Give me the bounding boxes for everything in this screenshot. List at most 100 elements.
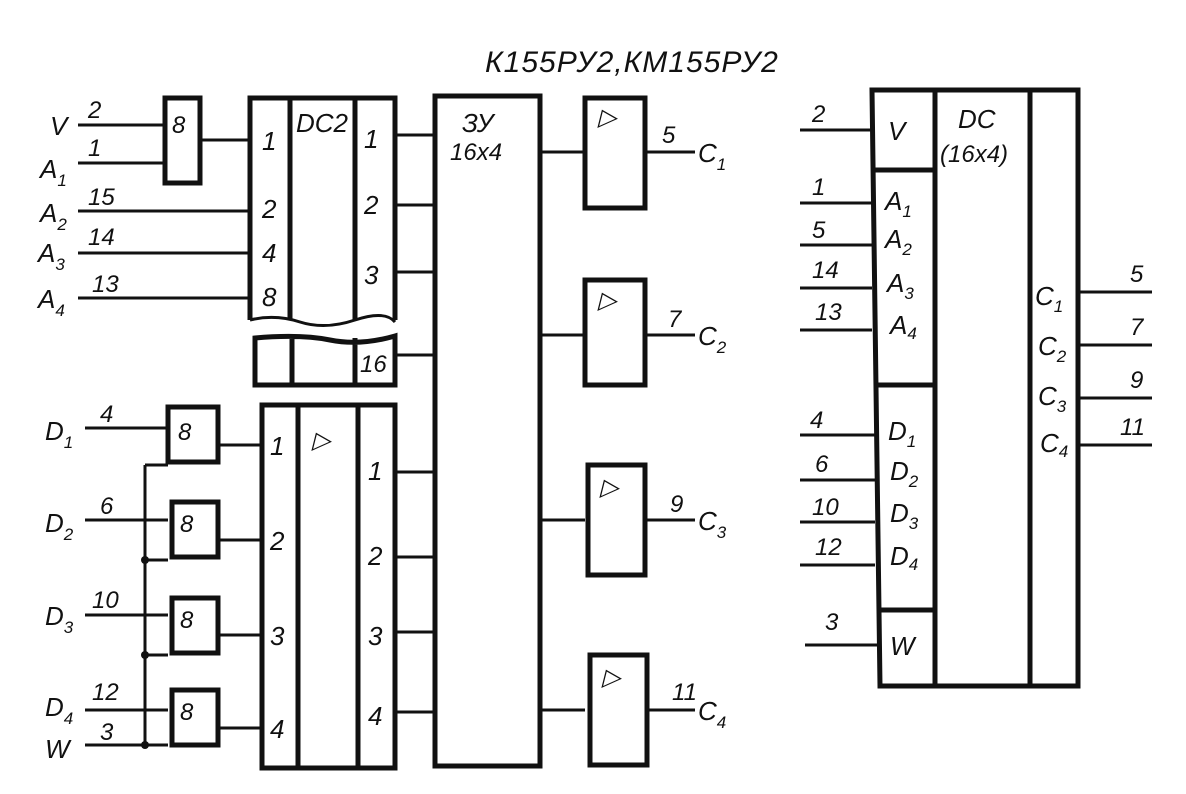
break-line — [249, 314, 397, 327]
output-label-c3: C3 — [698, 506, 727, 542]
buffer-input-label: 1 — [270, 431, 284, 461]
junction-dot — [141, 651, 149, 659]
input-label-d4: D4 — [45, 692, 73, 728]
pin-number: 12 — [92, 679, 119, 706]
pin-number: 6 — [815, 451, 829, 478]
pin-number: 3 — [825, 609, 839, 636]
pin-number: 5 — [662, 122, 676, 149]
chip-pin-label: A4 — [888, 310, 917, 343]
input-label-w: W — [45, 734, 72, 764]
decoder-input-label: 1 — [262, 126, 276, 156]
chip-symbol: V DC (16x4) 2 A1 A2 A3 A4 1 5 14 13 D1 D… — [800, 87, 1152, 689]
input-label-d3: D3 — [45, 601, 74, 637]
chip-output-label: C3 — [1038, 381, 1067, 416]
and-gate-data — [169, 687, 221, 748]
chip-output-label: C4 — [1040, 428, 1068, 461]
buffer-input-label: 2 — [269, 526, 285, 556]
pin-number: 2 — [811, 101, 825, 128]
memory-label: ЗУ — [462, 108, 496, 138]
chip-pin-wires — [800, 128, 1152, 647]
input-label-d2: D2 — [45, 508, 74, 544]
chip-pin-label: D2 — [890, 456, 919, 491]
pin-number: 2 — [87, 97, 101, 124]
input-label-d1: D1 — [45, 416, 73, 452]
buffer-output-label: 1 — [368, 456, 382, 486]
and-gate-address — [162, 95, 203, 186]
pin-number: 15 — [88, 184, 115, 211]
pin-number: 10 — [92, 587, 119, 614]
pin-number: 11 — [672, 679, 697, 706]
buffer-output-label: 2 — [367, 541, 383, 571]
output-label-c4: C4 — [698, 696, 726, 732]
pin-number: 14 — [88, 224, 115, 251]
output-label-c1: C1 — [698, 138, 726, 174]
pin-number: 13 — [815, 299, 842, 326]
pin-number: 7 — [1130, 314, 1145, 341]
memory-size: 16x4 — [450, 139, 502, 166]
address-wires — [78, 123, 250, 300]
pin-number: 1 — [812, 174, 825, 201]
junction-dot — [141, 556, 149, 564]
buffer-output-wires — [395, 470, 435, 714]
chip-pin-label: D4 — [890, 541, 918, 574]
pin-number: 5 — [812, 217, 826, 244]
and-gate-label: 8 — [180, 699, 194, 726]
input-label-a2: A2 — [38, 198, 67, 234]
pin-number: 4 — [810, 407, 823, 434]
output-buffers: ▷ ▷ ▷ ▷ 5 7 9 11 C1 C2 C3 C4 — [540, 95, 727, 768]
and-gate-data — [165, 404, 221, 465]
input-label-a3: A3 — [36, 238, 65, 274]
pin-number: 1 — [88, 135, 101, 162]
decoder-input-label: 4 — [262, 238, 276, 268]
chip-pin-label: D1 — [888, 416, 916, 451]
address-inputs: V A1 A2 A3 A4 2 1 15 14 13 — [36, 97, 250, 320]
chip-pin-label: A3 — [885, 268, 914, 303]
buffer-icon: ▷ — [599, 474, 620, 501]
decoder-output-label: 16 — [360, 351, 387, 378]
buffer-output-label: 3 — [368, 621, 383, 651]
buffer-icon: ▷ — [311, 427, 332, 454]
buffer-icon: ▷ — [597, 104, 618, 131]
chip-pin-label-v: V — [888, 116, 908, 146]
output-label-c2: C2 — [698, 321, 727, 357]
decoder-output-label: 3 — [364, 260, 379, 290]
and-gate-data — [169, 499, 221, 560]
chip-pin-label-w: W — [890, 631, 917, 661]
output-buffer — [582, 277, 648, 388]
input-label-a1: A1 — [38, 154, 67, 190]
chip-output-label: C1 — [1035, 281, 1063, 316]
data-buffer-outline — [259, 402, 398, 771]
and-gate-data — [169, 595, 221, 656]
output-buffer — [582, 95, 648, 211]
buffer-input-label: 3 — [270, 621, 285, 651]
pin-number: 10 — [812, 494, 839, 521]
pin-number: 13 — [92, 271, 119, 298]
and-gate-label: 8 — [178, 419, 192, 446]
pin-number: 9 — [1130, 367, 1143, 394]
pin-number: 14 — [812, 257, 839, 284]
chip-output-label: C2 — [1038, 331, 1067, 366]
input-label-a4: A4 — [36, 284, 65, 320]
chip-pin-label: A2 — [883, 224, 912, 259]
pin-number: 9 — [670, 491, 683, 518]
chip-pin-label: A1 — [883, 186, 912, 221]
decoder-input-label: 8 — [262, 282, 277, 312]
and-gate-label: 8 — [180, 607, 194, 634]
chip-pin-label: D3 — [890, 498, 919, 533]
and-gate-label: 8 — [172, 112, 186, 139]
pin-number: 3 — [100, 719, 114, 746]
output-buffer — [587, 652, 650, 768]
decoder-lower-strip — [252, 332, 398, 388]
memory-outline — [432, 93, 543, 769]
decoder-output-label: 1 — [364, 124, 378, 154]
pin-number: 4 — [100, 401, 113, 428]
data-wires — [85, 426, 168, 747]
pin-number: 7 — [668, 306, 683, 333]
chip-outline — [869, 87, 1081, 689]
chip-size: (16x4) — [940, 141, 1008, 168]
data-inputs: D1 D2 D3 D4 W 4 6 10 12 3 8 8 8 8 — [45, 401, 262, 764]
junction-dot — [141, 741, 149, 749]
buffer-output-label: 4 — [368, 701, 382, 731]
decoder-output-wires — [395, 133, 435, 357]
